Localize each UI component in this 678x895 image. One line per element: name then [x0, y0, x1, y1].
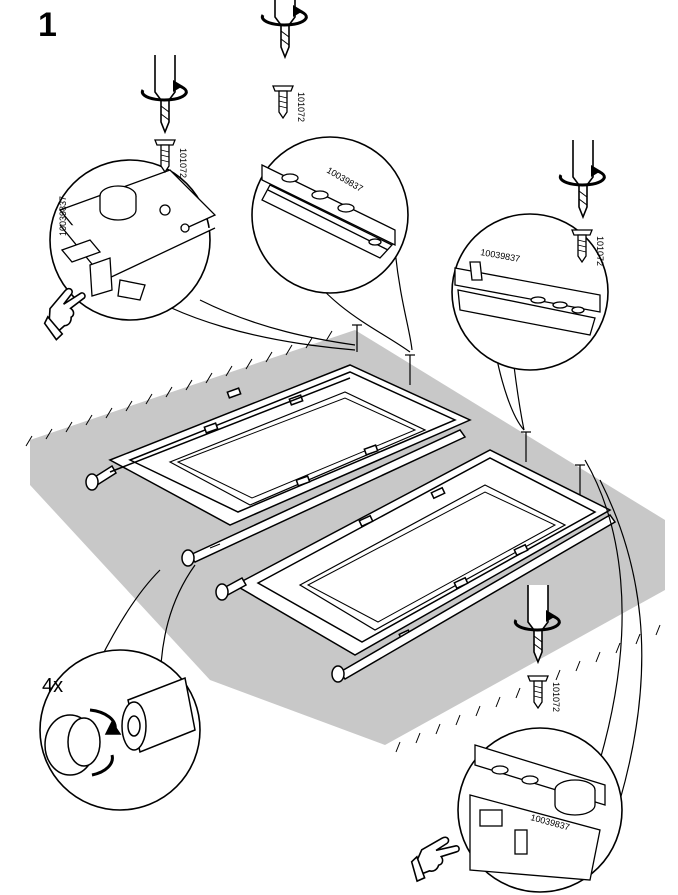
detail-circle-top-left: 10039837 — [49, 159, 217, 321]
screwdriver-icon — [140, 54, 188, 133]
screw-part-number-label: 101072 — [296, 92, 306, 122]
right-frame — [215, 449, 617, 683]
detail-circle-bottom-right: 10039837 — [457, 727, 623, 893]
screwdriver-icon — [260, 0, 308, 58]
left-frame — [85, 364, 472, 567]
screw-icon — [527, 675, 549, 709]
frame-part-number-label: 10039837 — [58, 196, 68, 236]
detail-circle-end-cap — [39, 649, 201, 811]
detail-circle-right: 10039837 — [451, 213, 609, 371]
pointing-hand-icon — [407, 834, 465, 883]
detail-circle-top-middle: 10039837 — [251, 136, 409, 294]
step-number: 1 — [38, 6, 57, 44]
screw-part-number-label: 101072 — [551, 682, 561, 712]
screw-icon — [272, 85, 294, 119]
screw-part-number-label: 101072 — [178, 148, 188, 178]
frame-screw-markers — [352, 324, 585, 495]
callout-lines — [79, 239, 643, 801]
quantity-label: 4x — [42, 675, 63, 697]
screw-part-number-label: 101072 — [595, 236, 605, 266]
screwdriver-icon — [558, 139, 606, 218]
